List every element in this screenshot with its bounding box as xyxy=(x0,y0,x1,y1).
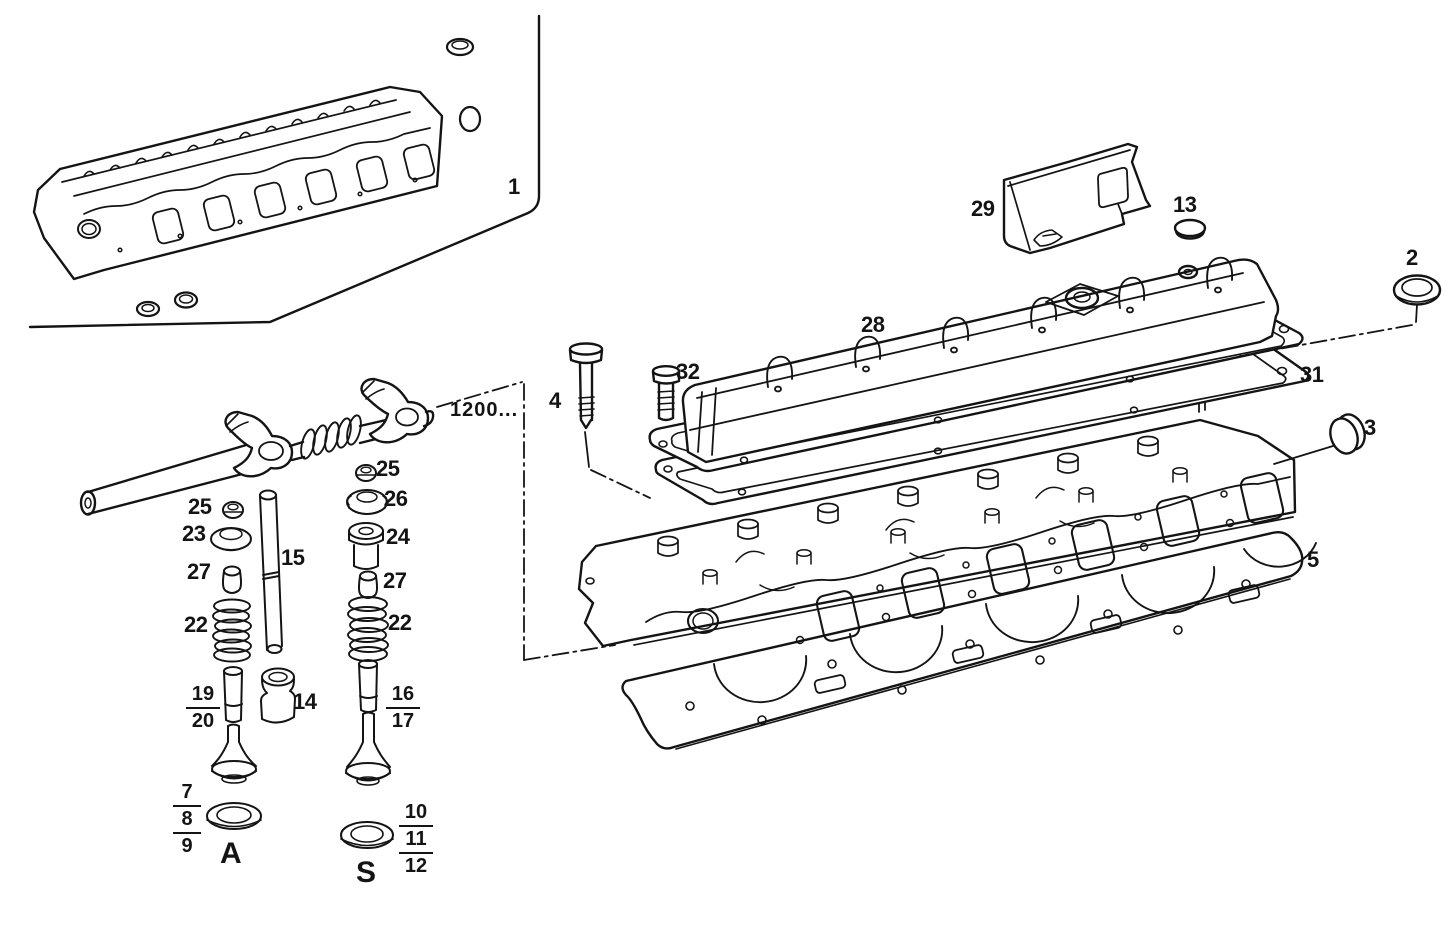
callout-valve-cover: 28 xyxy=(861,312,885,337)
callout-intake-valve: 7 8 9 xyxy=(173,780,201,859)
small-seal-ring-a xyxy=(135,300,161,318)
leader-lines xyxy=(436,304,1418,661)
callout-cover-gasket: 31 xyxy=(1300,362,1324,387)
marker-intake-letter: A xyxy=(220,837,242,870)
bolt-short-art xyxy=(651,365,681,422)
callout-head-assembly: 1 xyxy=(508,174,520,199)
exhaust-valve-parts-art xyxy=(340,464,394,849)
small-seal-ring-b xyxy=(173,291,199,309)
fraction-row: 8 xyxy=(173,805,201,832)
callout-tappet: 14 xyxy=(293,689,317,714)
callout-head-gasket: 5 xyxy=(1307,547,1319,572)
valve-cover-art xyxy=(648,256,1304,473)
fraction-row: 11 xyxy=(399,825,433,852)
panel-border xyxy=(28,14,541,329)
callout-seal-right: 27 xyxy=(383,568,407,593)
small-plug-circle xyxy=(458,105,482,133)
callout-pushrod: 15 xyxy=(281,545,305,570)
fraction-row: 19 xyxy=(191,683,215,705)
small-seal-ring-top xyxy=(445,37,475,57)
rocker-shaft-art xyxy=(79,377,435,516)
fraction-row: 9 xyxy=(173,832,201,859)
fraction-row: 17 xyxy=(386,707,420,734)
core-plug-art xyxy=(1329,413,1366,455)
assembled-head-art xyxy=(32,37,482,318)
marker-exhaust-letter: S xyxy=(356,856,376,889)
callout-retainer-left: 23 xyxy=(182,521,206,546)
callout-bolt-short: 32 xyxy=(676,359,700,384)
callout-intake-guide: 19 20 xyxy=(186,682,220,734)
seal-ring-art xyxy=(1392,274,1442,306)
fraction-row: 12 xyxy=(399,852,433,879)
filler-cap xyxy=(1064,286,1100,310)
cylinder-head-art xyxy=(577,386,1297,648)
callout-keeper-left: 25 xyxy=(188,494,212,519)
callout-heat-shield: 29 xyxy=(971,196,995,221)
heat-shield-art xyxy=(1002,142,1152,255)
cap-plug-art xyxy=(1173,218,1207,240)
callout-spring-right: 22 xyxy=(388,610,412,635)
callout-retainer-right: 26 xyxy=(384,486,408,511)
head-gasket-art xyxy=(621,530,1317,750)
callout-spring-left: 22 xyxy=(184,612,208,637)
callout-exhaust-valve: 10 11 12 xyxy=(399,800,433,879)
callout-cap-plug: 13 xyxy=(1173,192,1197,217)
callout-seal-ring: 2 xyxy=(1406,245,1418,270)
callout-core-plug: 3 xyxy=(1364,415,1376,440)
intake-valve-parts-art xyxy=(206,501,262,830)
callout-spring-seat: 24 xyxy=(386,524,410,549)
pushrod-tappet-art xyxy=(259,489,296,724)
fraction-row: 7 xyxy=(181,781,193,803)
callout-seal-left: 27 xyxy=(187,559,211,584)
fraction-row: 16 xyxy=(391,683,415,705)
fraction-row: 20 xyxy=(186,707,220,734)
applicability-note: 1200... xyxy=(450,399,519,421)
callout-exhaust-guide: 16 17 xyxy=(386,682,420,734)
callout-keeper-right: 25 xyxy=(376,456,400,481)
fraction-row: 10 xyxy=(404,801,428,823)
callout-bolt-long: 4 xyxy=(549,388,561,413)
bolt-long-art xyxy=(568,342,604,430)
